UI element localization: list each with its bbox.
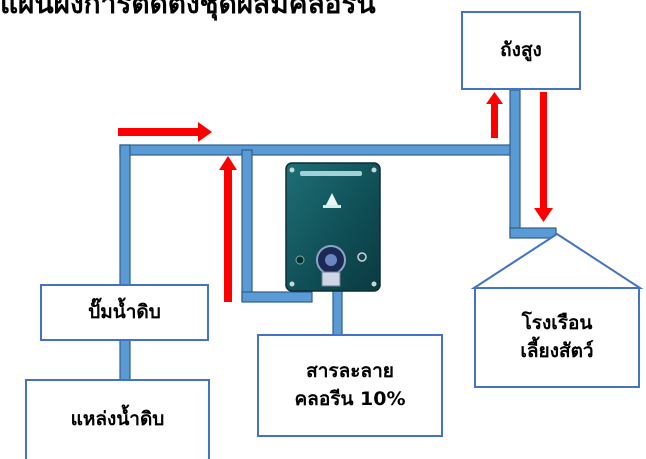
- tank-to-barn-elbow: [509, 227, 557, 239]
- arrow-right-shaft: [118, 128, 198, 136]
- raw-water-pump-label: ปั๊มน้ำดิบ: [88, 300, 161, 323]
- raw-water-source-box: แหล่งน้ำดิบ: [25, 379, 210, 459]
- chlorine-solution-box: สารละลาย คลอรีน 10%: [257, 334, 443, 437]
- raw-water-pump-box: ปั๊มน้ำดิบ: [40, 284, 209, 341]
- dosing-pump-icon: [285, 162, 381, 292]
- arrow-up-branch-shaft: [224, 170, 232, 302]
- pump-riser-pipe: [119, 144, 131, 286]
- main-pipe: [119, 144, 519, 156]
- barn-box: โรงเรือน เลี้ยงสัตว์: [474, 287, 640, 388]
- barn-label-line2: เลี้ยงสัตว์: [520, 339, 594, 362]
- branch-down-pipe: [241, 149, 253, 301]
- barn-label-line1: โรงเรือน: [521, 311, 593, 334]
- pipe-network: [119, 89, 557, 383]
- pump-to-source-pipe: [119, 339, 131, 383]
- arrow-down-tank-shaft: [540, 92, 547, 210]
- chlorine-solution-line1: สารละลาย: [306, 359, 394, 382]
- arrow-up-tank-head: [486, 92, 503, 104]
- suction-pipe: [332, 289, 343, 337]
- chlorine-solution-line2: คลอรีน 10%: [294, 387, 406, 410]
- barn-roof: [470, 232, 644, 289]
- branch-to-pump-pipe: [241, 291, 313, 303]
- raw-water-source-label: แหล่งน้ำดิบ: [70, 408, 165, 431]
- arrow-up-tank-shaft: [491, 104, 498, 138]
- flow-arrows: [118, 92, 553, 302]
- arrow-right-head: [198, 122, 212, 142]
- tank-drop-pipe: [509, 89, 521, 237]
- arrow-up-branch-head: [219, 156, 237, 170]
- high-tank-label: ถังสูง: [500, 38, 542, 61]
- arrow-down-tank-head: [534, 208, 553, 222]
- high-tank-box: ถังสูง: [461, 11, 581, 90]
- diagram-title: แผนผังการติดตั้งชุดผสมคลอรีน: [0, 0, 376, 20]
